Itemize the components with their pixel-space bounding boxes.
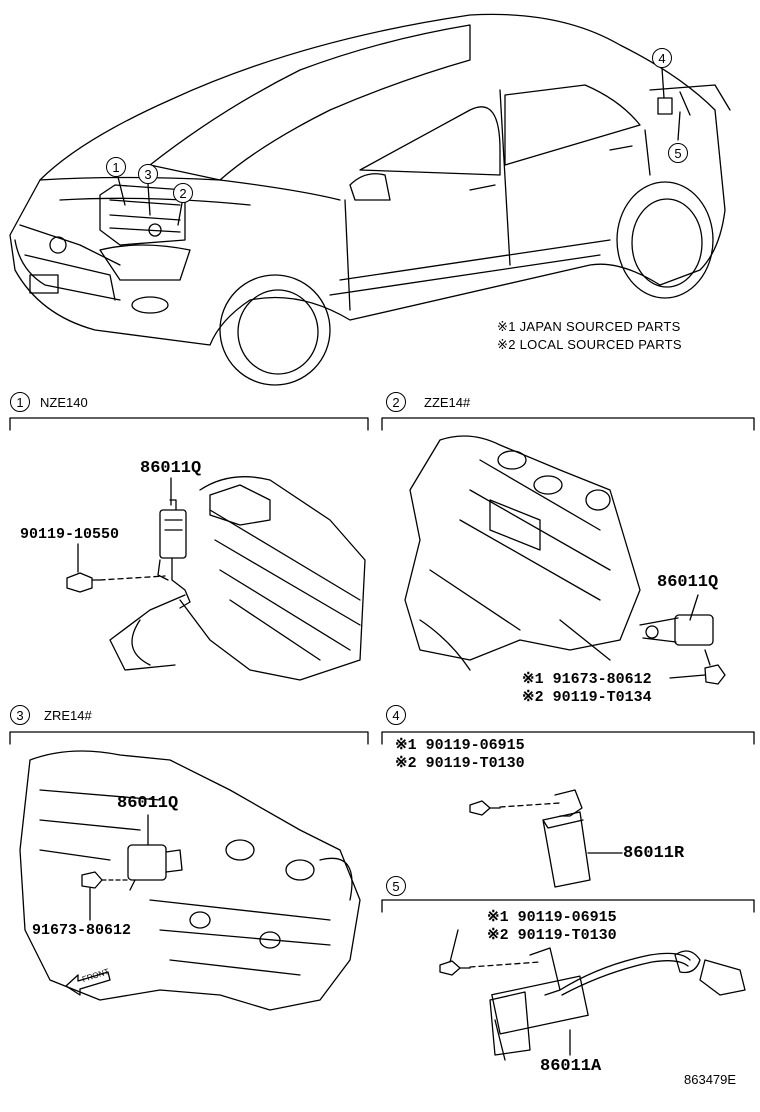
section-frames — [9, 417, 755, 913]
section4-module — [469, 789, 623, 888]
section-4-number: 4 — [386, 705, 406, 725]
part-s4-bolt-local: ※2 90119-T0130 — [395, 755, 525, 772]
diagram-code: 863479E — [684, 1072, 737, 1087]
part-s2-sensor: 86011Q — [657, 573, 719, 592]
section-1-number: 1 — [10, 392, 30, 412]
section-2-title: ZZE14# — [424, 395, 471, 410]
part-s4-module: 86011R — [623, 844, 685, 863]
part-s2-bolt-local: ※2 90119-T0134 — [522, 689, 652, 706]
part-s1-bolt: 90119-10550 — [20, 526, 120, 543]
section-2-number: 2 — [386, 392, 406, 412]
section2-engine — [404, 435, 726, 685]
part-s3-bolt: 91673-80612 — [32, 922, 132, 939]
car-illustration — [9, 13, 731, 386]
part-s1-sensor: 86011Q — [140, 459, 202, 478]
section-3-number: 3 — [10, 705, 30, 725]
section-1-title: NZE140 — [40, 395, 88, 410]
note-japan-sourced: ※1 JAPAN SOURCED PARTS — [497, 319, 681, 334]
section-3-title: ZRE14# — [44, 708, 92, 723]
section-5-number: 5 — [386, 876, 406, 896]
callout-4: 4 — [652, 48, 672, 68]
callout-5: 5 — [668, 143, 688, 163]
callout-3: 3 — [138, 164, 158, 184]
part-s5-bolt-local: ※2 90119-T0130 — [487, 927, 617, 944]
callout-1: 1 — [106, 157, 126, 177]
section1-engine — [66, 476, 366, 681]
part-s4-bolt-japan: ※1 90119-06915 — [395, 737, 525, 754]
part-s5-module: 86011A — [540, 1057, 602, 1076]
section5-module — [439, 929, 746, 1061]
section3-engine — [19, 750, 361, 1011]
note-local-sourced: ※2 LOCAL SOURCED PARTS — [497, 337, 682, 352]
part-s2-bolt-japan: ※1 91673-80612 — [522, 671, 652, 688]
callout-2: 2 — [173, 183, 193, 203]
part-s5-bolt-japan: ※1 90119-06915 — [487, 909, 617, 926]
part-s3-sensor: 86011Q — [117, 794, 179, 813]
